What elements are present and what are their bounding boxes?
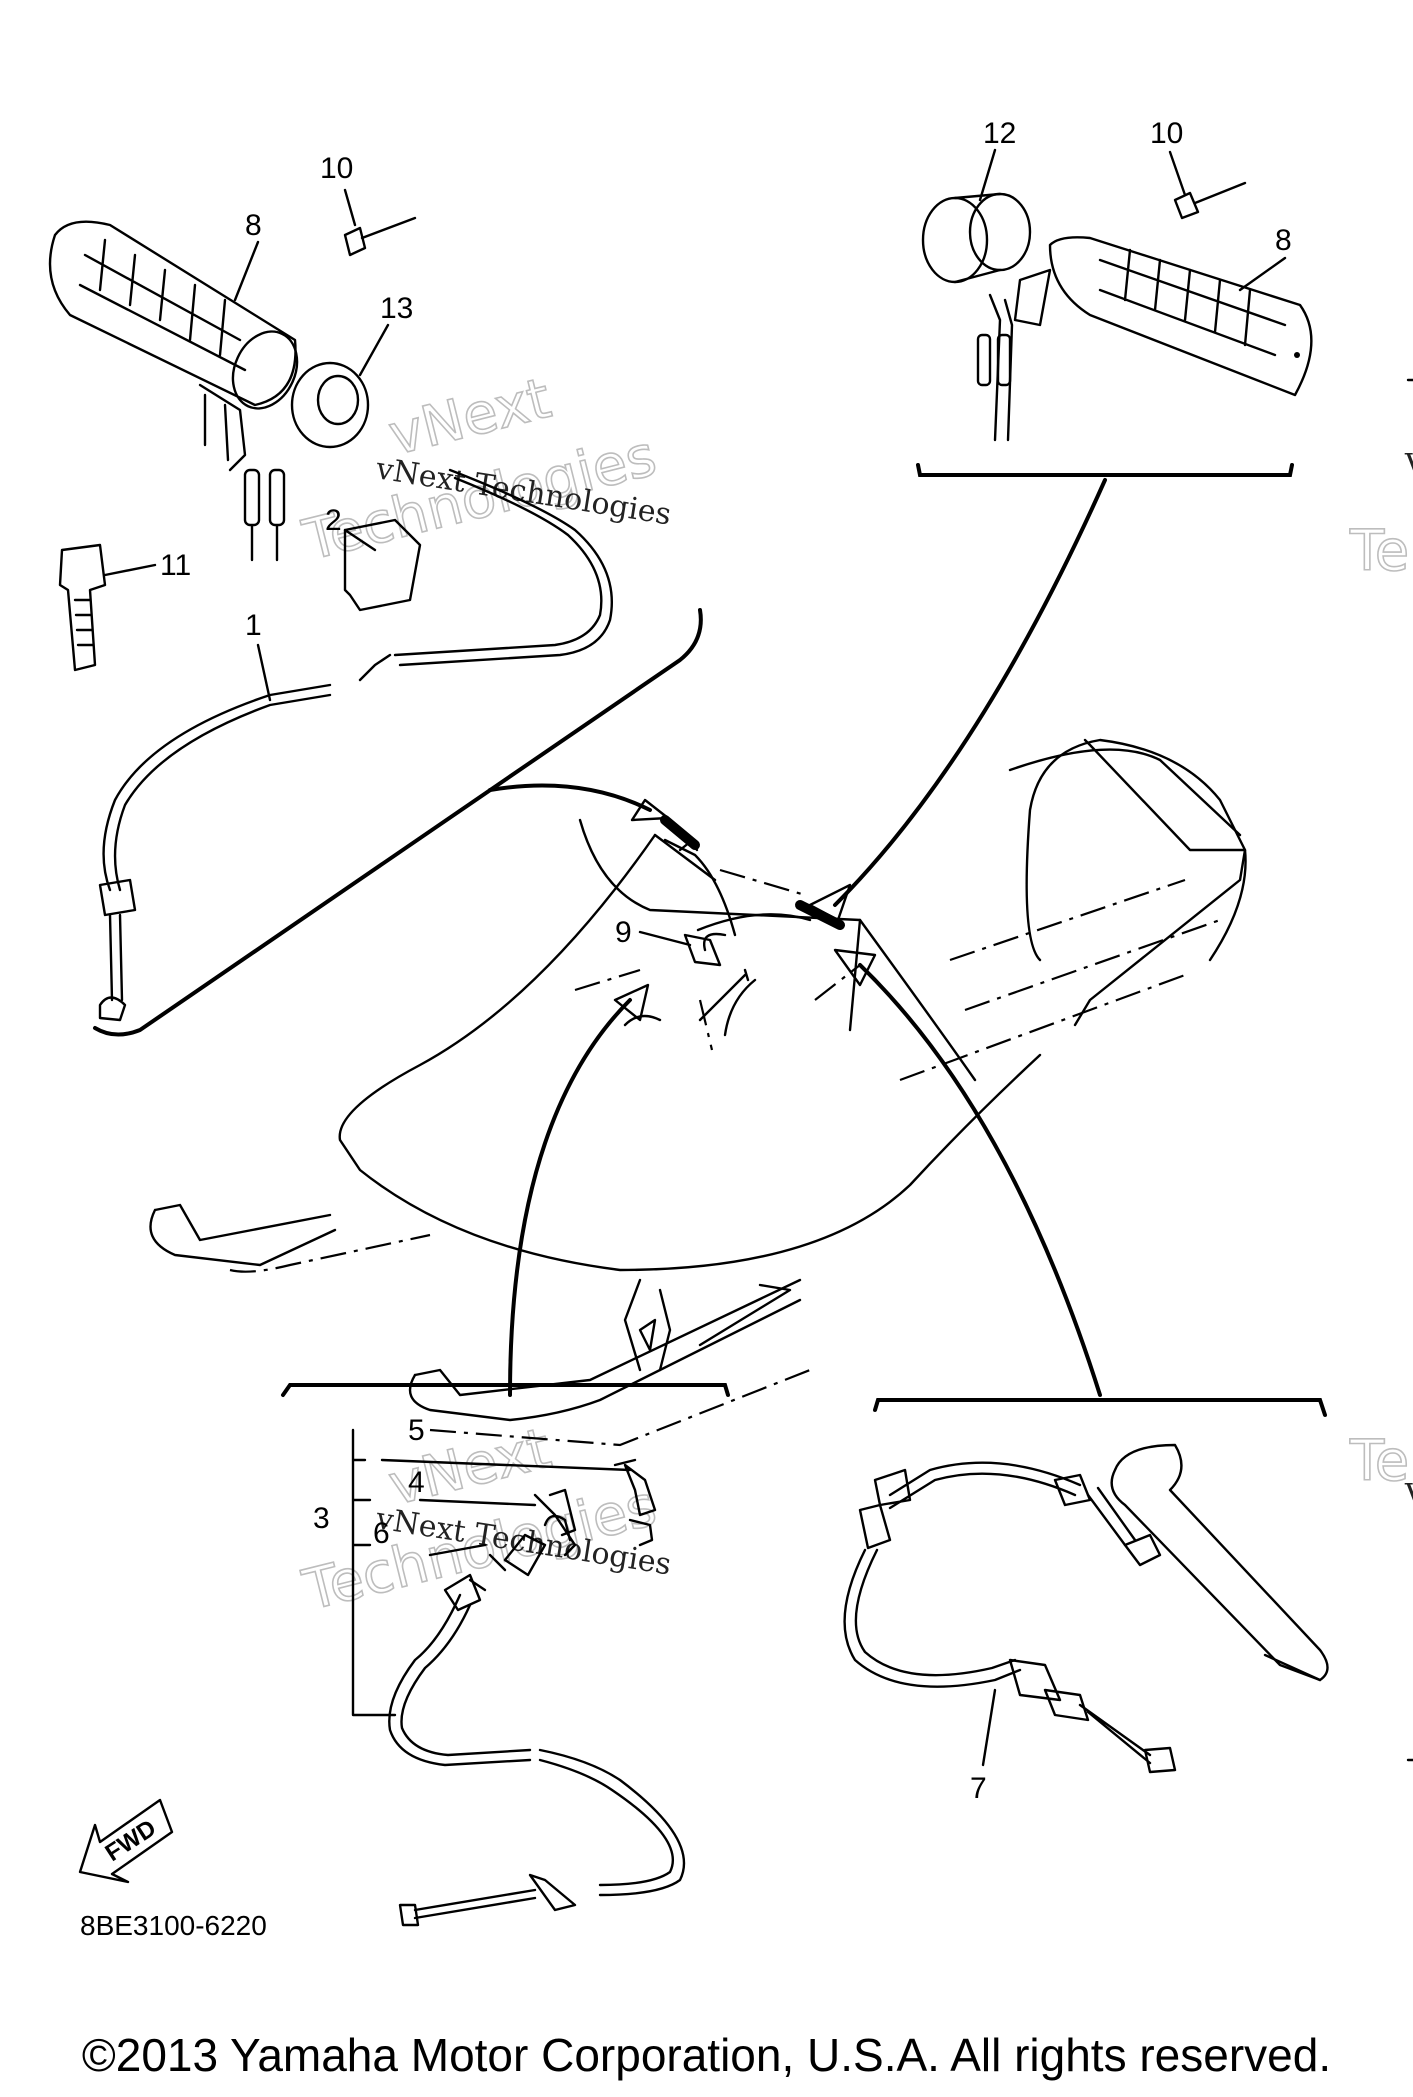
screw-10-left [343, 216, 417, 257]
watermark-edge-v1: V [1404, 448, 1413, 483]
callout-8-left: 8 [245, 209, 262, 242]
callout-8-right: 8 [1275, 224, 1292, 257]
callout-3: 3 [313, 1502, 330, 1535]
callout-7: 7 [970, 1772, 987, 1805]
strap-11-part [58, 543, 107, 672]
ring-13-part [290, 361, 370, 449]
callout-1: 1 [245, 609, 262, 642]
callout-5: 5 [408, 1414, 425, 1447]
watermark-edge-1: Te [1349, 519, 1409, 584]
callout-12: 12 [983, 117, 1016, 150]
left-bracket [93, 608, 703, 1037]
callout-10-right: 10 [1150, 117, 1183, 150]
callout-11: 11 [160, 549, 191, 582]
cable-1-part [98, 468, 614, 1022]
right-top-bracket [916, 463, 1294, 477]
lower-left-bracket [281, 1383, 730, 1397]
callout-13: 13 [380, 292, 413, 325]
callout-6: 6 [373, 1517, 390, 1550]
svg-text:FWD: FWD [101, 1815, 162, 1867]
right-grip-part [921, 192, 1313, 442]
clip-2-part [343, 518, 422, 612]
snowmobile-body [149, 738, 1247, 1447]
watermark-edge-v2: V [1404, 1478, 1413, 1513]
screw-10-right [1173, 181, 1247, 220]
left-grip-part [48, 220, 299, 562]
callout-4: 4 [408, 1466, 425, 1499]
copyright-notice: ©2013 Yamaha Motor Corporation, U.S.A. A… [81, 2029, 1332, 2081]
callout-2: 2 [325, 504, 342, 537]
watermark-top: vNext Technologies vNext Technologies [296, 365, 674, 574]
right-lower-bracket [873, 1398, 1327, 1417]
watermark-edge-2: Te [1349, 1429, 1409, 1494]
callout-10-left: 10 [320, 152, 353, 185]
lever-7-part [843, 1443, 1329, 1774]
fwd-arrow-icon: FWD [78, 1798, 174, 1884]
diagram-code: 8BE3100-6220 [80, 1910, 267, 1941]
callout-9: 9 [615, 916, 632, 949]
throttle-cable-3-part [351, 1428, 686, 1927]
